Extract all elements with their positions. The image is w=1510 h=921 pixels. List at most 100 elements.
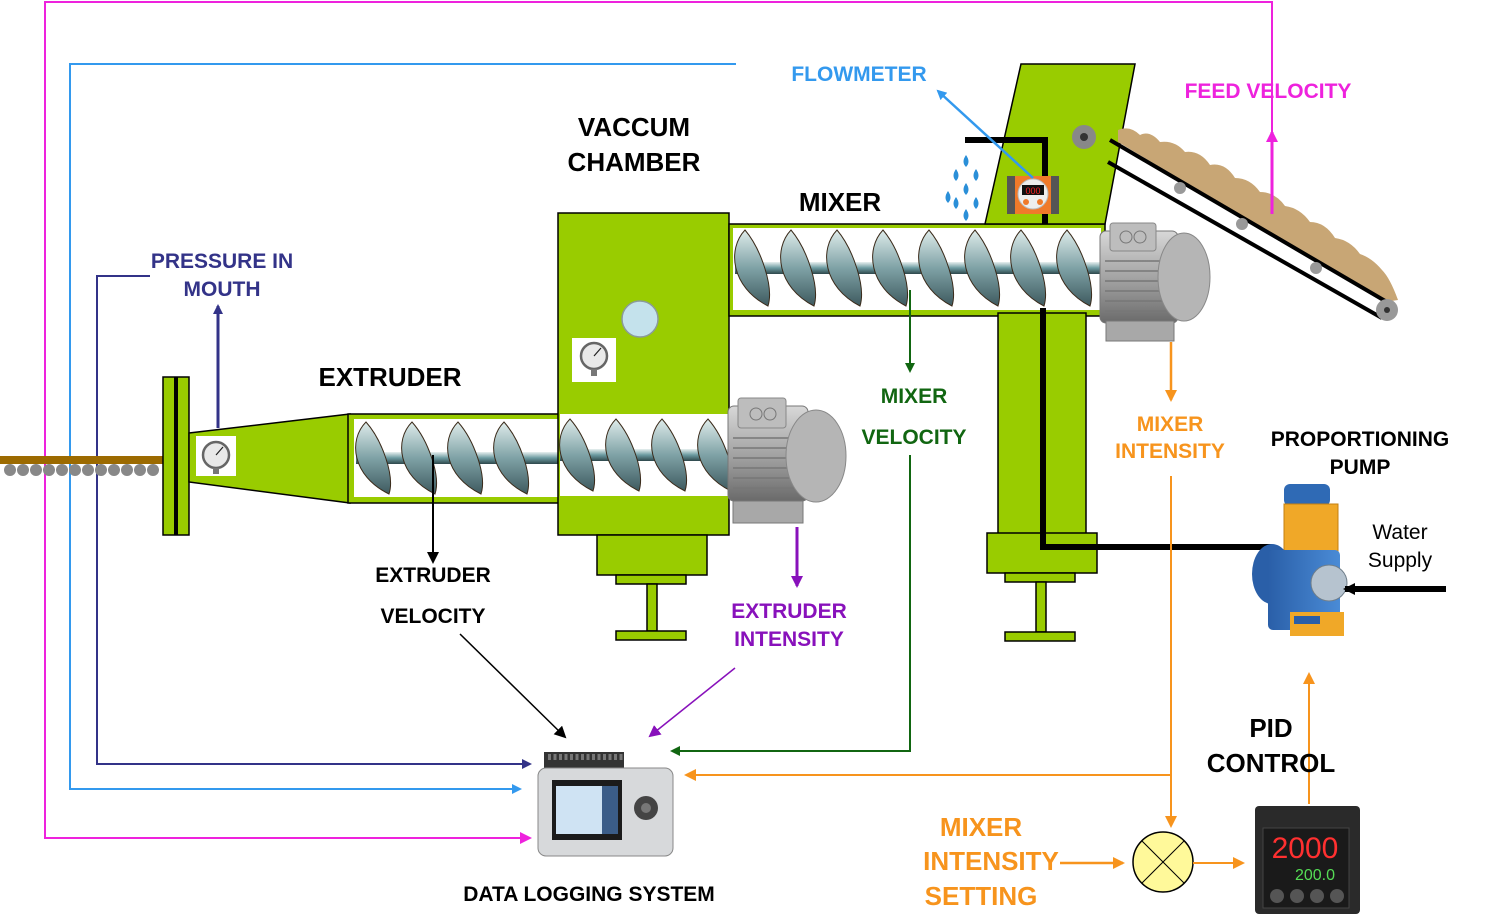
logger-terminal	[564, 754, 568, 760]
extruder-intensity-label-line1: EXTRUDER	[731, 600, 847, 623]
roller	[147, 464, 159, 476]
feed-velocity-signal-line	[44, 1, 1273, 844]
extruder-intensity-signal-line	[648, 667, 736, 738]
water-drops	[945, 155, 979, 221]
water-drop	[963, 183, 969, 195]
vacuum-chamber-label-line2: CHAMBER	[568, 147, 701, 177]
data-logging-system-label: DATA LOGGING SYSTEM	[463, 883, 715, 906]
roller	[30, 464, 42, 476]
logger-terminal	[581, 754, 584, 760]
extruder-screw-over-chamber	[559, 414, 733, 496]
logger-terminal	[597, 754, 601, 760]
roller	[95, 464, 107, 476]
mixer-intensity-setting-label-line1: MIXER	[940, 812, 1023, 842]
mixer-intensity-label-line1: MIXER	[1137, 413, 1204, 436]
extruder-die-plate	[162, 376, 190, 536]
summing-junction	[1132, 831, 1194, 893]
data-logger-device	[537, 752, 674, 857]
screw-flight	[559, 418, 595, 492]
logger-terminal	[570, 754, 573, 760]
logger-terminal	[575, 754, 579, 760]
screw-flight	[780, 229, 816, 307]
pressure-in-mouth-label-line1: PRESSURE IN	[151, 250, 293, 273]
pid-display-sub: 200.0	[1295, 867, 1335, 884]
proportioning-pump	[1252, 484, 1348, 636]
feed-conveyor	[1107, 128, 1398, 321]
screw-shaft	[735, 262, 1100, 274]
roller	[121, 464, 133, 476]
logger-terminal	[614, 754, 617, 760]
mixer-velocity-signal-line	[670, 455, 911, 756]
extruder-velocity-label-line2: VELOCITY	[380, 605, 485, 628]
water-drop	[953, 169, 959, 181]
screw-flight	[401, 421, 437, 495]
screw-flight	[605, 418, 641, 492]
mixer-velocity-label-line2: VELOCITY	[861, 426, 966, 449]
extruder-screw	[355, 421, 560, 495]
flowmeter-device: 000	[1007, 176, 1059, 214]
pressure-in-mouth-label-line2: MOUTH	[184, 278, 261, 301]
water-drop	[973, 197, 979, 209]
logger-terminal	[592, 754, 595, 760]
extruder-intensity-label-line2: INTENSITY	[734, 628, 844, 651]
water-drop	[945, 191, 951, 203]
mixer-intensity-setting-label-line2: INTENSITY	[923, 846, 1059, 876]
mixer-label: MIXER	[799, 187, 882, 217]
flowmeter-display: 000	[1025, 186, 1040, 196]
vacuum-chamber-label-line1: VACCUM	[578, 112, 690, 142]
flowmeter-signal-line	[69, 63, 736, 794]
mixer-barrel	[728, 223, 1106, 317]
screw-flight	[493, 421, 529, 495]
water-drop	[963, 155, 969, 167]
water-supply-label-line2: Supply	[1368, 549, 1433, 572]
screw-flight	[447, 421, 483, 495]
roller	[4, 464, 16, 476]
pid-control-label-line2: CONTROL	[1207, 748, 1336, 778]
screw-flight	[918, 229, 954, 307]
screw-flight	[872, 229, 908, 307]
pid-controller-device: 2000 200.0	[1255, 806, 1360, 914]
roller	[17, 464, 29, 476]
proportioning-pump-label-line1: PROPORTIONING	[1271, 428, 1450, 451]
logger-terminal	[608, 754, 612, 760]
logger-terminal	[548, 754, 551, 760]
pressure-signal-line	[96, 275, 532, 769]
vacuum-window	[621, 300, 659, 338]
proportioning-pump-label-line2: PUMP	[1330, 456, 1391, 479]
roller	[69, 464, 81, 476]
output-conveyor	[0, 456, 165, 476]
mixer-velocity-label-line1: MIXER	[881, 385, 948, 408]
flowmeter-label: FLOWMETER	[791, 63, 926, 86]
water-supply-label-line1: Water	[1372, 521, 1427, 544]
screw-flight	[1056, 229, 1092, 307]
pid-display-main: 2000	[1272, 832, 1339, 865]
screw-flight	[826, 229, 862, 307]
mixer-intensity-label-line2: INTENSITY	[1115, 440, 1225, 463]
logger-terminal	[619, 754, 623, 760]
feed-velocity-label: FEED VELOCITY	[1185, 80, 1352, 103]
mixer-intensity-setting-label-line3: SETTING	[925, 881, 1038, 911]
extruder-velocity-signal-line	[459, 633, 567, 739]
logger-terminal	[586, 754, 590, 760]
water-drop	[963, 209, 969, 221]
extruder-velocity-label-line1: EXTRUDER	[375, 564, 491, 587]
screw-flight	[1010, 229, 1046, 307]
roller	[82, 464, 94, 476]
roller	[108, 464, 120, 476]
logger-terminal	[603, 754, 606, 760]
extruder-barrel	[347, 413, 729, 504]
screw-flight	[651, 418, 687, 492]
extruder-label: EXTRUDER	[318, 362, 461, 392]
water-drop	[973, 169, 979, 181]
extruder-motor	[727, 397, 847, 524]
logger-terminal	[559, 754, 562, 760]
logger-terminal	[553, 754, 557, 760]
screw-shaft	[560, 449, 728, 461]
roller	[43, 464, 55, 476]
roller	[134, 464, 146, 476]
pump-water-pipe	[1040, 308, 1272, 550]
screw-flight	[734, 229, 770, 307]
pid-control-label-line1: PID	[1249, 713, 1292, 743]
mixer-motor	[1099, 222, 1211, 342]
